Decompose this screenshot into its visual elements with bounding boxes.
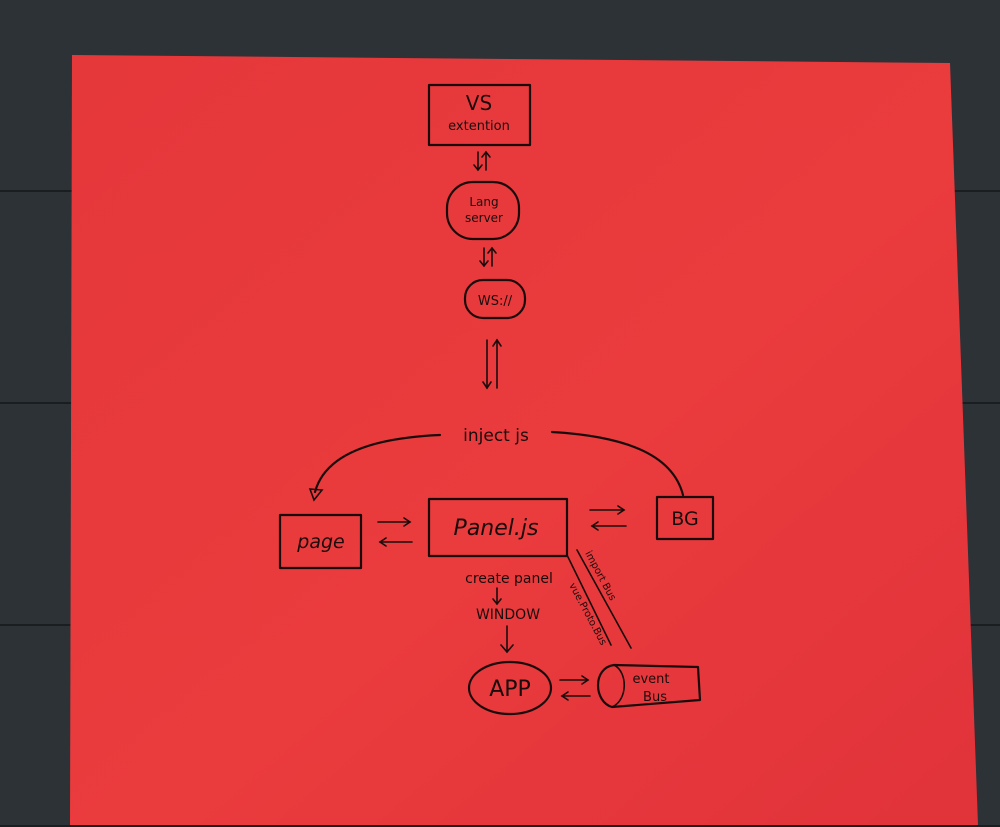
- arrow-pair: [473, 150, 491, 172]
- lang-server-line2: server: [465, 211, 503, 225]
- node-lang-server: Lang server: [445, 180, 521, 241]
- arrow-pair: [482, 338, 502, 390]
- websocket-label: WS://: [478, 294, 513, 309]
- inject-js-edge: inject js: [308, 426, 685, 502]
- node-page: page: [278, 513, 363, 570]
- create-panel-edge: create panel WINDOW: [465, 571, 553, 654]
- node-panel: Panel.js: [427, 497, 569, 558]
- node-app: APP: [467, 660, 553, 716]
- vs-extension-line1: VS: [466, 91, 492, 115]
- vs-extension-line2: extention: [448, 119, 510, 134]
- page-label: page: [296, 531, 344, 553]
- red-paper: [70, 55, 978, 825]
- lang-server-line1: Lang: [469, 195, 498, 209]
- event-bus-line2: Bus: [643, 690, 667, 705]
- panel-label: Panel.js: [454, 516, 539, 541]
- arrow-pair: [377, 517, 413, 547]
- arrow-pair: [589, 505, 627, 531]
- node-event-bus: event Bus: [597, 663, 702, 709]
- arrow-pair: [479, 246, 497, 268]
- node-websocket: WS://: [463, 278, 527, 320]
- node-bg: BG: [655, 495, 715, 541]
- create-panel-label: create panel: [465, 571, 553, 587]
- window-label: WINDOW: [476, 607, 540, 623]
- app-label: APP: [489, 677, 531, 702]
- inject-js-label: inject js: [463, 426, 529, 446]
- bg-label: BG: [671, 508, 698, 530]
- event-bus-line1: event: [632, 672, 669, 687]
- node-vs-extension: VS extention: [427, 83, 532, 147]
- arrow-pair: [559, 675, 591, 701]
